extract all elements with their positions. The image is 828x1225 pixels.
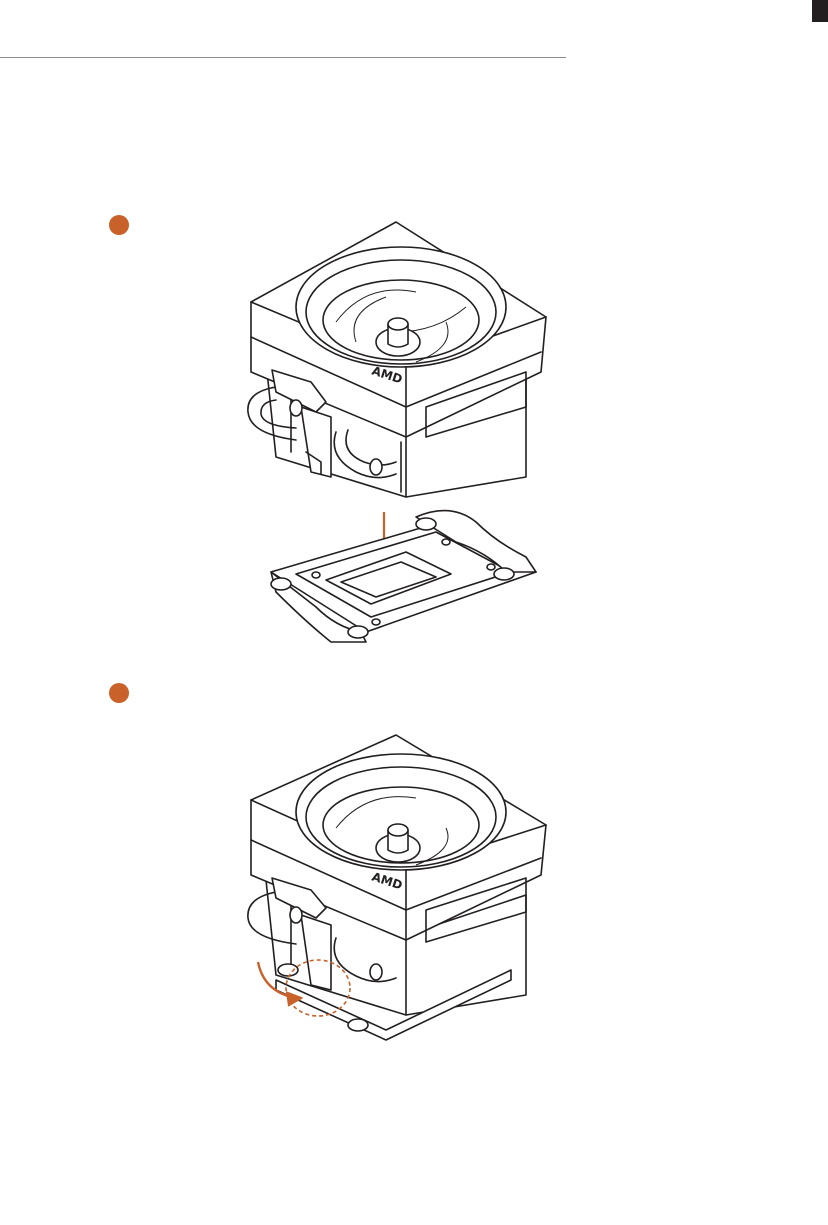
step-1-marker <box>109 215 129 235</box>
side-tab <box>812 0 828 22</box>
step-2-marker <box>109 683 129 703</box>
header-rule <box>0 57 566 58</box>
step-1-illustration: AMD <box>236 212 566 672</box>
socket-bracket <box>271 511 536 642</box>
step-2-illustration: AMD <box>236 730 566 1050</box>
